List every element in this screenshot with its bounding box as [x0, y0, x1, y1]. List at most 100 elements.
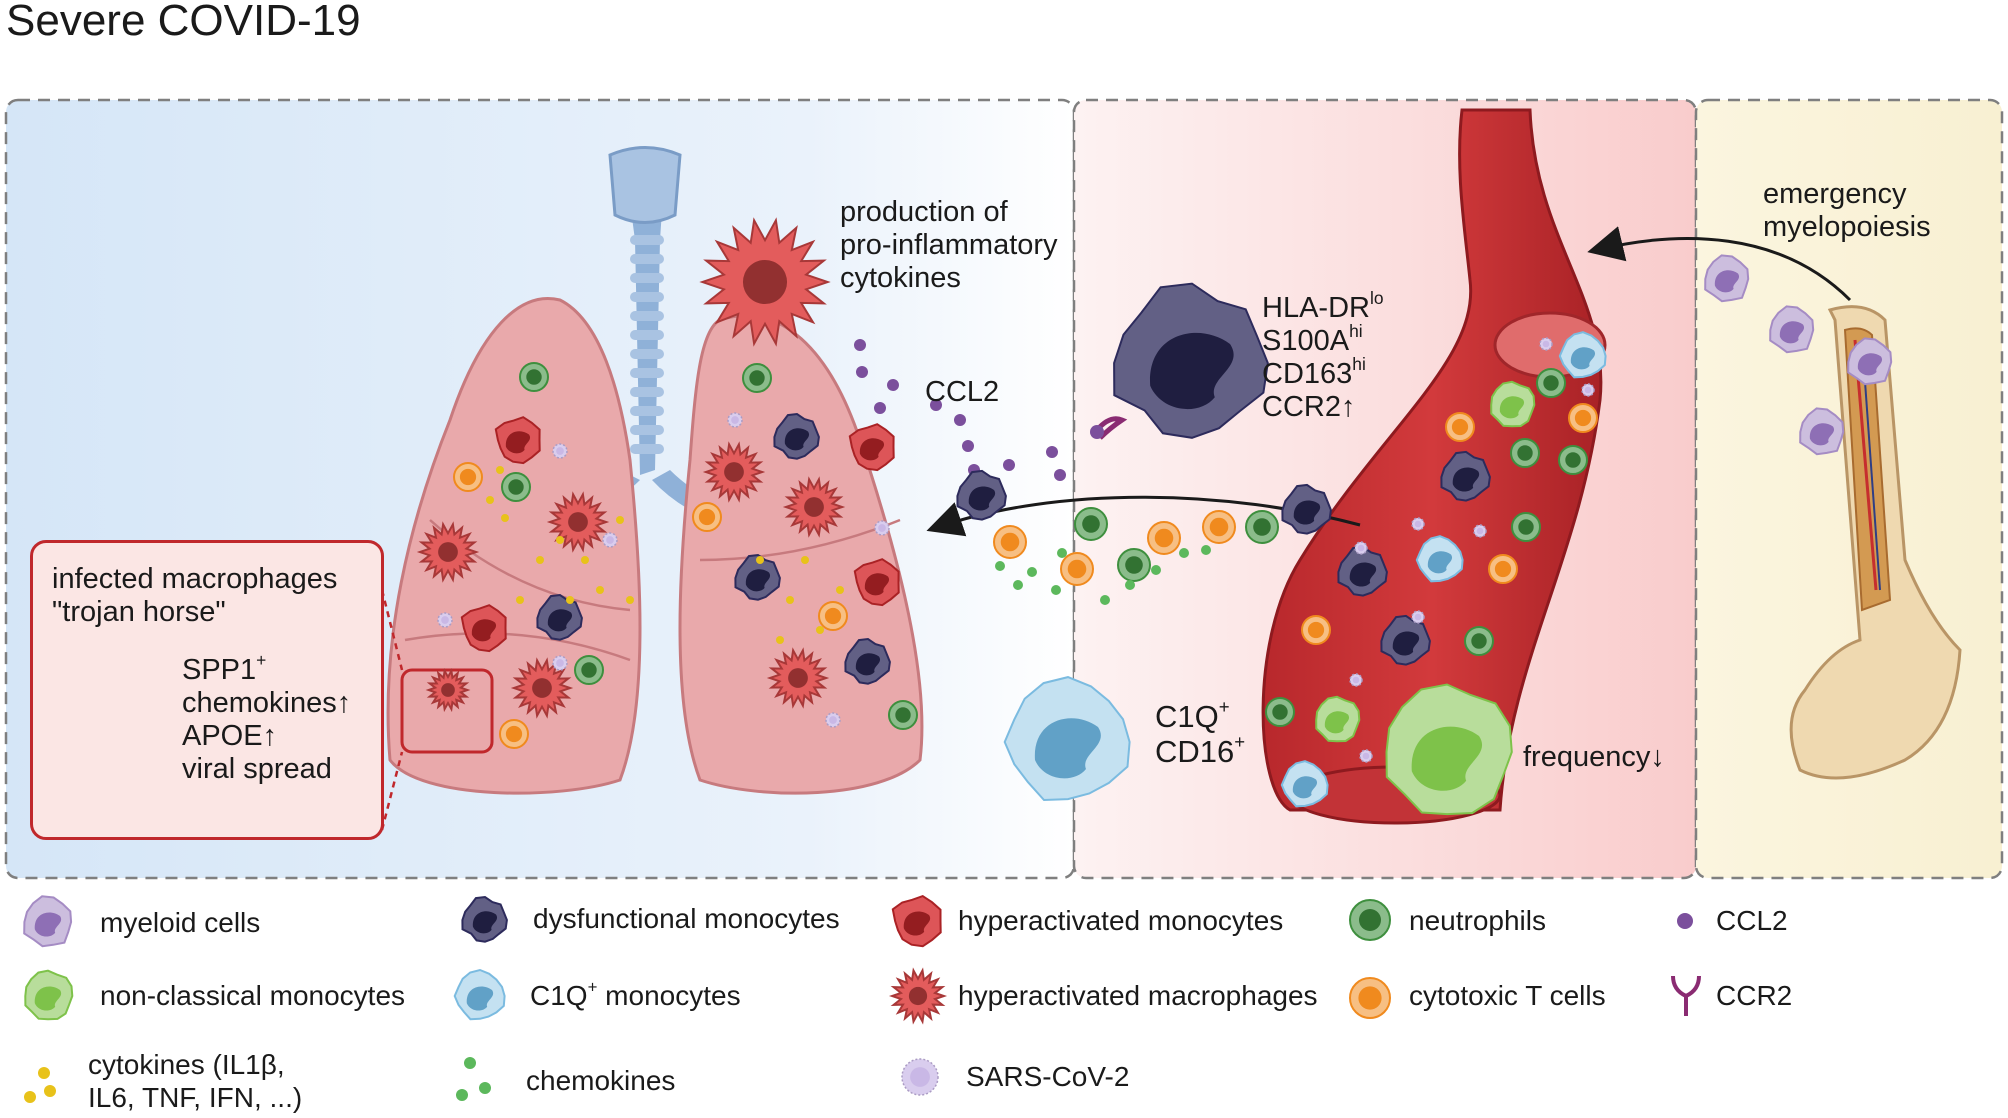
myelopoiesis-arrow: [1587, 226, 1852, 302]
migrating-t-cell: [1202, 510, 1236, 544]
legend-icon-cytotoxic-t-cells: [1349, 977, 1391, 1019]
chemokine-dot: [1125, 580, 1135, 590]
chemokine-dot: [1027, 567, 1037, 577]
vessel-virus: [1359, 749, 1373, 763]
cytokine-dot: [496, 466, 504, 474]
trachea-rings: [630, 235, 664, 454]
vessel-neutrophil: [1558, 445, 1588, 475]
lung-virus: [552, 443, 568, 459]
bone-myeloid-cell: [1847, 337, 1893, 386]
lung-hyperactivated-monocyte: [460, 604, 507, 653]
vessel-virus: [1473, 524, 1487, 538]
vessel-virus: [1349, 673, 1363, 687]
chemokine-dot: [1051, 585, 1061, 595]
legend-label-c1q-monocytes: C1Q+ monocytes: [530, 977, 741, 1011]
legend-label-myeloid-cells: myeloid cells: [100, 907, 261, 938]
lung-macrophage: [766, 647, 830, 709]
legend-label-cytotoxic-t-cells: cytotoxic T cells: [1409, 980, 1606, 1011]
vessel-dysfunctional-monocyte: [1380, 614, 1431, 666]
lung-neutrophil: [888, 700, 918, 730]
legend-label-ccl2: CCL2: [1716, 905, 1788, 936]
cytokine-dot: [24, 1091, 36, 1103]
large-dysfunctional-monocyte: [1113, 282, 1269, 439]
cytokine-dot: [776, 636, 784, 644]
legend-label-non-classical-monocytes: non-classical monocytes: [100, 980, 406, 1011]
cytokine-dot: [38, 1067, 50, 1079]
lung-macrophage: [702, 441, 766, 503]
lung-macrophage: [425, 667, 471, 713]
ccl2-dot: [1046, 446, 1058, 458]
inset-viral-spread: viral spread: [182, 753, 332, 785]
lung-macrophage: [510, 657, 574, 719]
lung-t-cell: [453, 462, 483, 492]
chemokine-dot: [1151, 565, 1161, 575]
cytokine-dot: [616, 516, 624, 524]
vessel-cell: [1280, 760, 1329, 808]
lung-dysfunctional-monocyte: [536, 593, 583, 641]
migrating-neutrophil: [1117, 548, 1151, 582]
legend-icon-hyperactivated-monocytes: [891, 894, 942, 948]
legend-label-sars-cov-2: SARS-CoV-2: [966, 1061, 1130, 1092]
cytokine-dot: [626, 596, 634, 604]
legend-icon-chemokines: [456, 1057, 491, 1101]
vessel-cell: [1558, 331, 1607, 379]
chemokine-dot: [1057, 548, 1067, 558]
label-emergency: emergency: [1763, 178, 1907, 210]
chemokine-dot: [1201, 545, 1211, 555]
lung-macrophage: [546, 491, 610, 553]
inset-spp1: SPP1+: [182, 649, 267, 686]
lung-dysfunctional-monocyte: [773, 412, 820, 460]
legend-icon-myeloid-cells: [23, 895, 73, 948]
lung-neutrophil: [519, 362, 549, 392]
lung-virus: [825, 712, 841, 728]
cytokine-dot: [786, 596, 794, 604]
chemokine-dot: [1100, 595, 1110, 605]
lung-neutrophil: [501, 472, 531, 502]
inset-title-line2: "trojan horse": [52, 596, 226, 628]
ccl2-dot: [874, 402, 886, 414]
cytokine-dot: [516, 596, 524, 604]
legend-label-ccr2: CCR2: [1716, 980, 1793, 1011]
lung-t-cell: [692, 502, 722, 532]
vessel-neutrophil: [1510, 438, 1540, 468]
migrating-t-cell: [1147, 521, 1181, 555]
legend-icon-neutrophils: [1349, 899, 1391, 941]
cytokine-dot: [581, 556, 589, 564]
lung-hyperactivated-monocyte: [494, 416, 541, 465]
vessel-t-cell: [1445, 412, 1475, 442]
vessel-dysfunctional-monocyte: [1440, 450, 1491, 502]
blood-vessel: [1261, 108, 1607, 825]
label-myelopoiesis: myelopoiesis: [1763, 211, 1931, 243]
cytokine-dot: [556, 536, 564, 544]
label-production-of: production of: [840, 196, 1008, 228]
label-pro-inflammatory: pro-inflammatory: [840, 229, 1058, 261]
lung-hyperactivated-monocyte: [853, 558, 900, 607]
ccl2-dot: [887, 379, 899, 391]
cytokine-dot: [44, 1085, 56, 1097]
vessel-t-cell: [1488, 554, 1518, 584]
cytokine-dot: [486, 496, 494, 504]
label-cd163: CD163hi: [1262, 353, 1366, 390]
inset-chemokines-up: chemokines↑: [182, 687, 352, 719]
vessel-cell: [1415, 535, 1464, 583]
cytokine-dot: [816, 626, 824, 634]
vessel-cell: [1490, 380, 1536, 428]
bone-illustration: [1789, 305, 1962, 780]
cytokine-dot: [536, 556, 544, 564]
label-c1q: C1Q+: [1155, 696, 1230, 734]
ccl2-dot: [954, 414, 966, 426]
vessel-virus: [1581, 383, 1595, 397]
legend-label-hyperactivated-macrophages: hyperactivated macrophages: [958, 980, 1318, 1011]
migrating-t-cell: [993, 525, 1027, 559]
vessel-virus: [1354, 541, 1368, 555]
inset-infected-macrophages: [30, 540, 384, 840]
lung-virus: [602, 532, 618, 548]
bone-myeloid-cell: [1799, 407, 1845, 456]
migrating-neutrophil: [1245, 510, 1279, 544]
legend-icon-ccl2: [1677, 913, 1693, 929]
lung-virus: [874, 520, 890, 536]
vessel-virus: [1411, 610, 1425, 624]
lung-virus: [727, 412, 743, 428]
lung-t-cell: [499, 719, 529, 749]
lung-macrophage: [416, 521, 480, 583]
